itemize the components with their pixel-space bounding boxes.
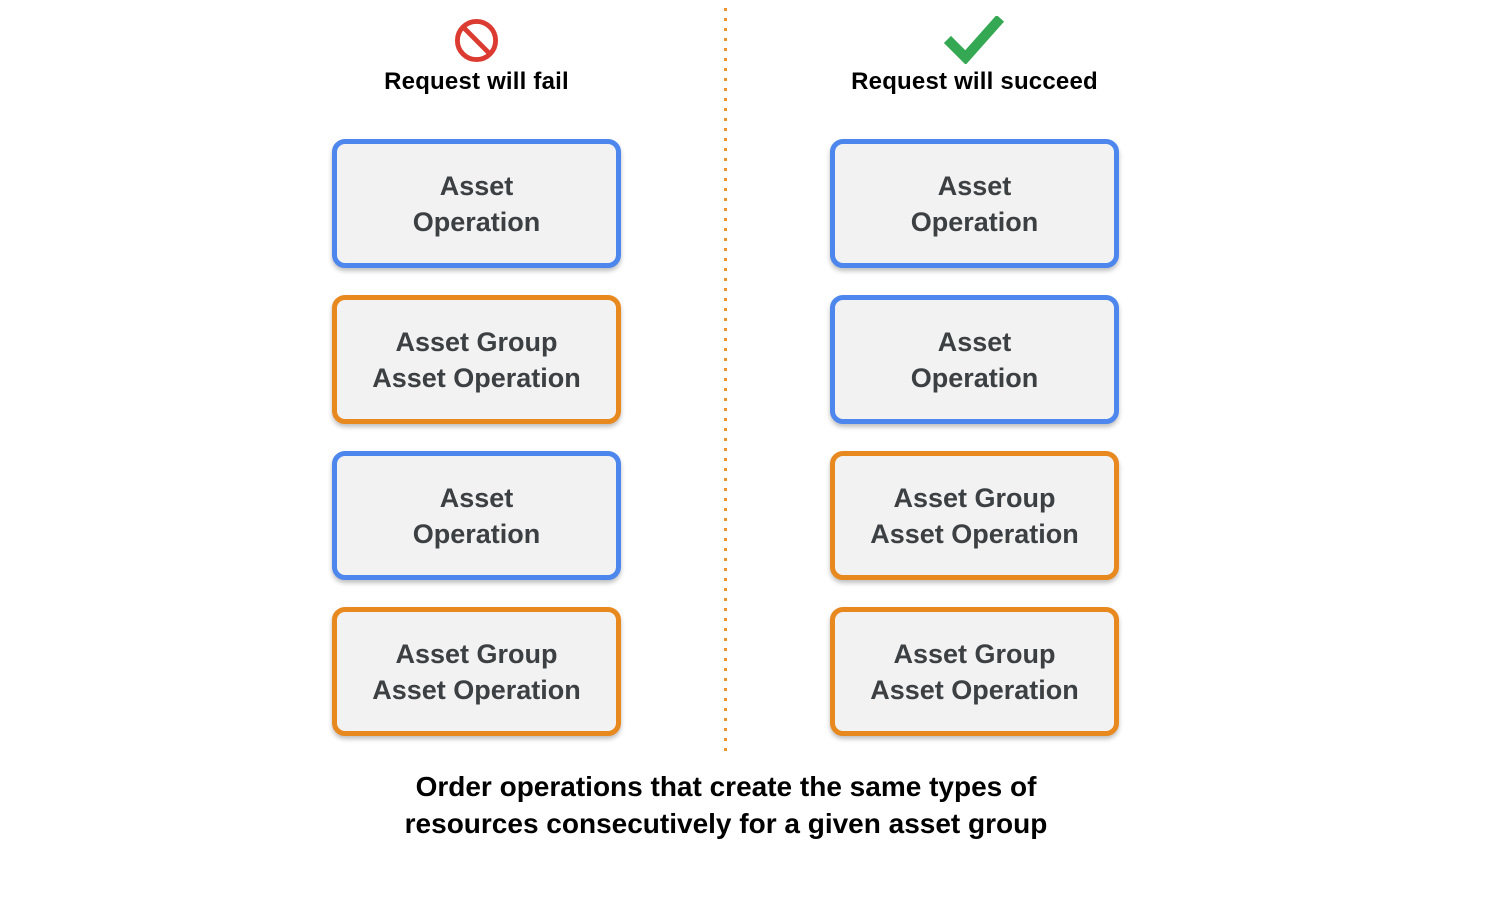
asset-operation-box: Asset Operation xyxy=(332,451,621,580)
succeed-header: Request will succeed xyxy=(851,14,1098,112)
asset-operation-box: Asset Operation xyxy=(830,139,1119,268)
asset-group-asset-operation-box: Asset Group Asset Operation xyxy=(830,451,1119,580)
box-label-line: Asset Group xyxy=(395,638,558,669)
box-label-line: Asset xyxy=(937,170,1012,201)
box-label-line: Asset xyxy=(439,482,514,513)
caption-line: Order operations that create the same ty… xyxy=(415,771,1037,802)
box-label-line: Asset Operation xyxy=(372,362,581,393)
box-label-line: Operation xyxy=(910,362,1039,393)
box-label-line: Asset Operation xyxy=(870,674,1079,705)
asset-operation-box: Asset Operation xyxy=(332,139,621,268)
fail-header: Request will fail xyxy=(384,14,569,112)
fail-column: Request will fail Asset Operation Asset … xyxy=(332,14,621,736)
box-label-line: Operation xyxy=(910,206,1039,237)
asset-group-asset-operation-box: Asset Group Asset Operation xyxy=(830,607,1119,736)
asset-operation-box: Asset Operation xyxy=(830,295,1119,424)
caption: Order operations that create the same ty… xyxy=(333,768,1119,842)
check-icon xyxy=(943,14,1005,66)
prohibition-icon xyxy=(453,14,500,66)
caption-line: resources consecutively for a given asse… xyxy=(404,808,1048,839)
succeed-column: Request will succeed Asset Operation Ass… xyxy=(830,14,1119,736)
box-label-line: Asset Operation xyxy=(870,518,1079,549)
box-label-line: Asset Group xyxy=(893,638,1056,669)
box-label-line: Asset Group xyxy=(395,326,558,357)
box-label-line: Asset Operation xyxy=(372,674,581,705)
asset-group-asset-operation-box: Asset Group Asset Operation xyxy=(332,295,621,424)
box-label-line: Operation xyxy=(412,518,541,549)
fail-header-label: Request will fail xyxy=(384,68,569,95)
dotted-divider xyxy=(724,8,727,756)
succeed-header-label: Request will succeed xyxy=(851,68,1098,95)
box-label-line: Operation xyxy=(412,206,541,237)
asset-group-asset-operation-box: Asset Group Asset Operation xyxy=(332,607,621,736)
box-label-line: Asset Group xyxy=(893,482,1056,513)
box-label-line: Asset xyxy=(937,326,1012,357)
box-label-line: Asset xyxy=(439,170,514,201)
